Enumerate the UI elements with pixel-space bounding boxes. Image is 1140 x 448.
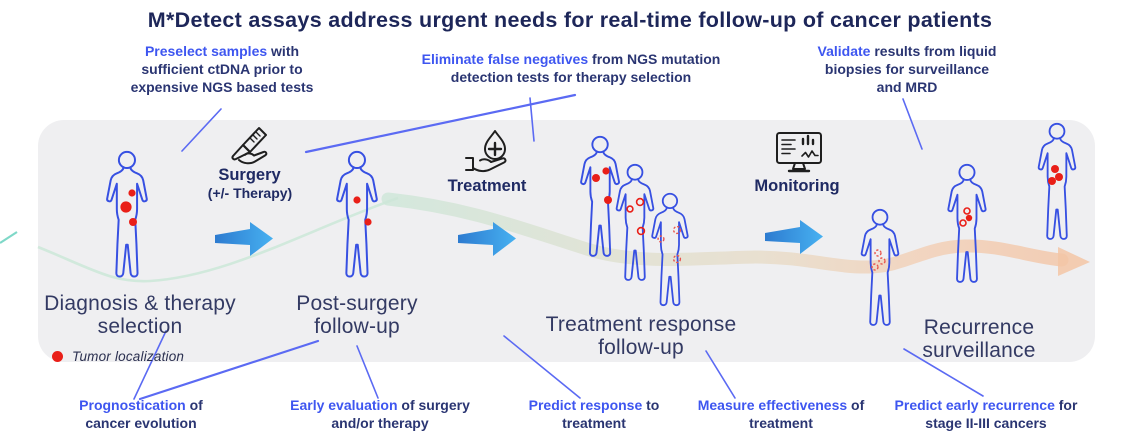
monitoring-icon-wrap xyxy=(772,129,826,177)
annotation-prognostication: Prognostication of cancer evolution xyxy=(55,396,227,432)
annotation-predict-recurrence: Predict early recurrence for stage II-II… xyxy=(888,396,1084,432)
stage-treatment-title: Treatment xyxy=(447,177,527,195)
annotation-predict-response: Predict response to treatment xyxy=(508,396,680,432)
monitor-with-data-icon xyxy=(776,132,822,173)
annotation-eliminate: Eliminate false negatives from NGS mutat… xyxy=(390,50,752,86)
scalpel-in-hand-icon xyxy=(231,127,268,165)
annotation-validate-rest: results from liquid biopsies for surveil… xyxy=(824,43,997,95)
annotation-predict-recurrence-rest: for stage II-III cancers xyxy=(925,397,1078,431)
annotation-early-evaluation-highlight: Early evaluation xyxy=(290,397,398,413)
annotation-validate: Validate results from liquid biopsies fo… xyxy=(814,42,1000,96)
annotation-validate-highlight: Validate xyxy=(817,43,871,59)
annotation-eliminate-highlight: Eliminate false negatives xyxy=(421,51,589,67)
annotation-measure-effectiveness-rest: of treatment xyxy=(749,397,865,431)
annotation-preselect-highlight: Preselect samples xyxy=(144,43,268,59)
annotation-prognostication-rest: of cancer evolution xyxy=(85,397,203,431)
phase-label-treatment-response: Treatment response follow-up xyxy=(545,313,737,359)
phase-label-diagnosis: Diagnosis & therapy selection xyxy=(44,292,236,338)
stage-surgery-title: Surgery xyxy=(218,166,281,184)
annotation-predict-response-highlight: Predict response xyxy=(528,397,643,413)
annotation-predict-response-rest: to treatment xyxy=(562,397,660,431)
annotation-preselect: Preselect samples with sufficient ctDNA … xyxy=(112,42,332,96)
tumor-dot-icon xyxy=(52,350,63,362)
annotation-eliminate-rest: from NGS mutation detection tests for th… xyxy=(450,51,721,85)
left-edge-wave-tail xyxy=(0,231,18,244)
stage-surgery-subtitle: (+/- Therapy) xyxy=(207,185,293,201)
annotation-early-evaluation: Early evaluation of surgery and/or thera… xyxy=(268,396,492,432)
tumor-legend: Tumor localization xyxy=(52,346,252,366)
treatment-icon-wrap xyxy=(458,128,516,180)
annotation-measure-effectiveness-highlight: Measure effectiveness xyxy=(697,397,848,413)
annotation-predict-recurrence-highlight: Predict early recurrence xyxy=(894,397,1055,413)
tumor-legend-label: Tumor localization xyxy=(72,348,185,364)
annotation-preselect-rest: with sufficient ctDNA prior to expensive… xyxy=(130,43,314,95)
surgery-icon-wrap xyxy=(222,125,274,169)
phase-label-recurrence: Recurrence surveillance xyxy=(922,316,1036,362)
annotation-prognostication-highlight: Prognostication xyxy=(79,397,186,413)
page-title: M*Detect assays address urgent needs for… xyxy=(147,8,993,32)
hand-with-medical-drop-icon xyxy=(465,130,507,173)
annotation-measure-effectiveness: Measure effectiveness of treatment xyxy=(694,396,868,432)
stage-monitoring-title: Monitoring xyxy=(754,177,840,195)
phase-label-post-surgery: Post-surgery follow-up xyxy=(296,292,418,338)
annotation-early-evaluation-rest: of surgery and/or therapy xyxy=(331,397,470,431)
